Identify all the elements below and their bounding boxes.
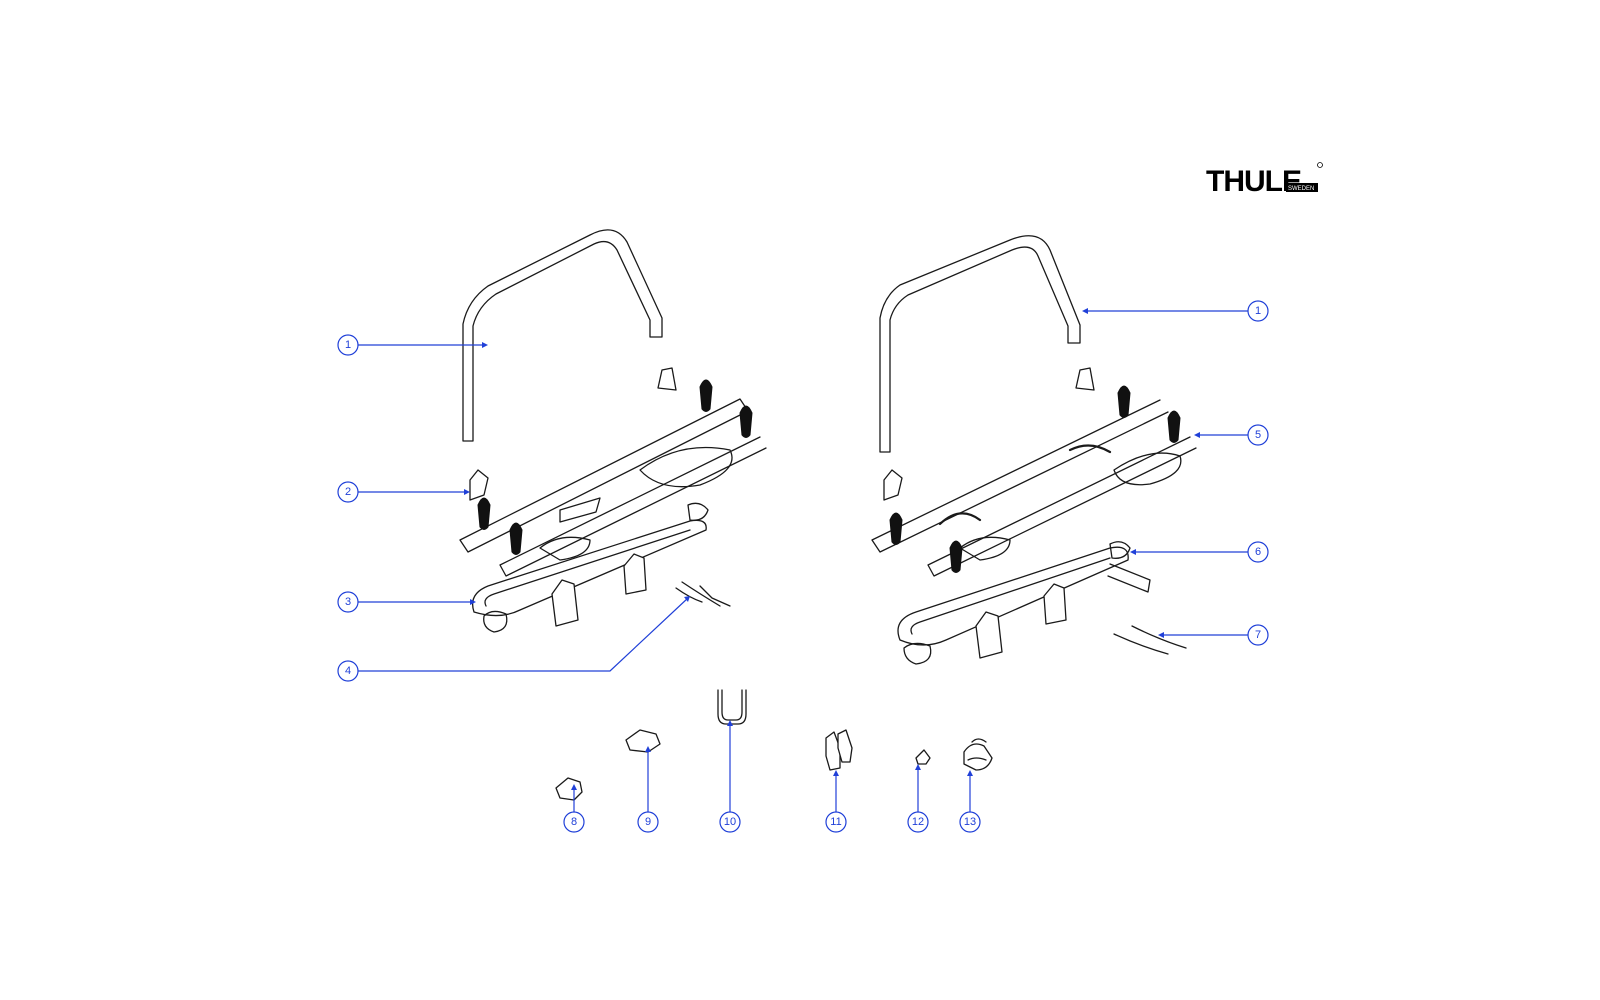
callout-12[interactable]: 12 (907, 811, 929, 833)
callout-5[interactable]: 5 (1247, 424, 1269, 446)
leader-lines (358, 308, 1248, 812)
callout-7[interactable]: 7 (1247, 624, 1269, 646)
straps-right (1113, 625, 1187, 655)
callout-label: 10 (724, 816, 736, 828)
callout-label: 1 (345, 339, 351, 351)
callouts: 1 2 3 4 1 5 6 7 (337, 300, 1269, 833)
loose-parts (555, 689, 993, 801)
registered-mark-icon (1317, 162, 1323, 168)
callout-label: 2 (345, 486, 351, 498)
rail-assembly-right (871, 367, 1197, 577)
callout-label: 1 (1255, 305, 1261, 317)
logo-subtitle: SWEDEN (1288, 186, 1314, 192)
right-assembly (871, 235, 1197, 665)
part-8-clip (555, 777, 583, 801)
bow-frame-right (879, 235, 1081, 453)
bow-frame-left (462, 229, 663, 442)
callout-9[interactable]: 9 (637, 811, 659, 833)
callout-label: 7 (1255, 629, 1261, 641)
callout-label: 6 (1255, 546, 1261, 558)
callout-13[interactable]: 13 (959, 811, 981, 833)
callout-6[interactable]: 6 (1247, 541, 1269, 563)
callout-8[interactable]: 8 (563, 811, 585, 833)
callout-label: 13 (964, 816, 976, 828)
callout-label: 5 (1255, 429, 1261, 441)
part-10-u-bolt (717, 689, 747, 725)
callout-11[interactable]: 11 (825, 811, 847, 833)
callout-label: 8 (571, 816, 577, 828)
part-11-strap-buckle (825, 731, 841, 771)
callout-label: 11 (830, 816, 841, 828)
logo-brand: THULE (1206, 165, 1301, 198)
callout-label: 12 (912, 816, 924, 828)
base-frame-right (897, 541, 1151, 665)
callout-4[interactable]: 4 (337, 660, 359, 682)
logo-subtitle-band (1286, 183, 1318, 192)
part-9-bracket (625, 729, 661, 753)
left-assembly (459, 229, 767, 633)
callout-1-right[interactable]: 1 (1247, 300, 1269, 322)
callout-10[interactable]: 10 (719, 811, 741, 833)
part-12-cap (915, 749, 931, 765)
base-frame-left (471, 502, 709, 633)
callout-label: 4 (345, 665, 351, 677)
callout-2[interactable]: 2 (337, 481, 359, 503)
callout-3[interactable]: 3 (337, 591, 359, 613)
part-13-wheel-holder (963, 743, 993, 771)
callout-label: 3 (345, 596, 351, 608)
thule-logo: THULE SWEDEN (1206, 162, 1323, 198)
rail-assembly-left (459, 367, 767, 577)
callout-label: 9 (645, 816, 651, 828)
callout-1-left[interactable]: 1 (337, 334, 359, 356)
